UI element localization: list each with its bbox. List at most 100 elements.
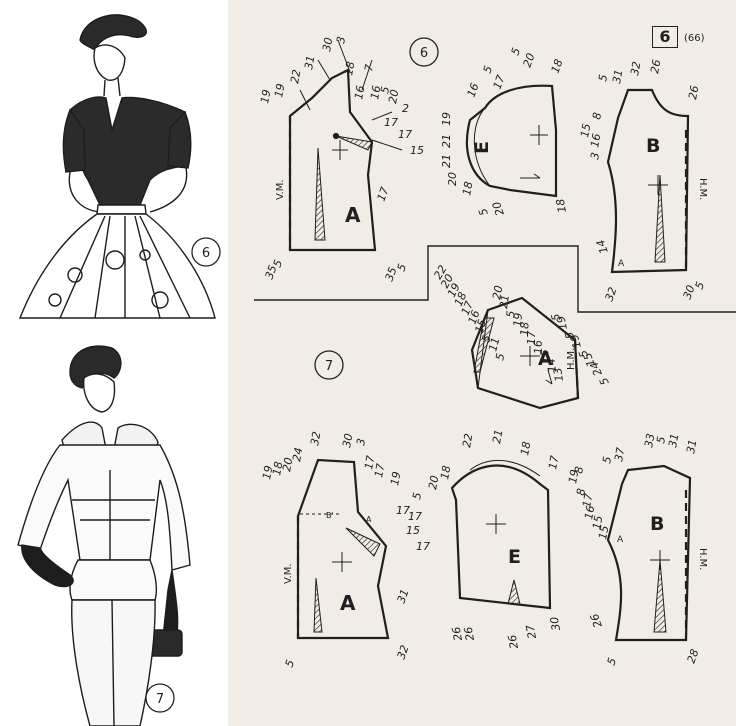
section-6-front-vm: V.M.: [275, 179, 286, 200]
section-7-back-piece: [606, 464, 692, 642]
s6-back-mark-2: 32: [628, 60, 643, 76]
section-divider: [254, 245, 736, 313]
page-reference: (66): [684, 33, 705, 44]
section-7-sleeve-letter: E: [508, 546, 521, 568]
s6-front-mark-14: 17: [398, 128, 412, 141]
s6-front-mark-4: 30: [320, 36, 335, 52]
s6-sleeve-mark-13: 18: [554, 198, 569, 214]
s6-back-mark-11: 30: [681, 283, 698, 301]
section-7-back-point: A: [617, 535, 624, 545]
s6-sleeve-mark-4: 20: [521, 51, 538, 69]
s6-front-mark-12: 17: [384, 116, 398, 129]
s7-back-mark-10: 15: [596, 524, 611, 540]
s7-sleeve-mark-9: 26: [450, 626, 465, 642]
s7-collar-mark-4: 17: [459, 299, 476, 317]
s7-back-mark-0: 5: [600, 455, 614, 464]
section-7-collar-piece: [470, 296, 580, 410]
s7-collar-mark-8: 11: [486, 336, 502, 353]
s6-sleeve-mark-11: 5: [476, 206, 491, 217]
s6-sleeve-mark-6: 19: [440, 112, 453, 126]
s7-collar-mark-20: 5: [549, 313, 563, 322]
s7-collar-mark-18: 14: [545, 358, 559, 373]
s6-front-mark-19: 35: [383, 265, 400, 283]
s7-sleeve-mark-4: 21: [490, 428, 505, 444]
s7-front-mark-7: 17: [362, 454, 377, 470]
section-7-label: 7: [325, 359, 333, 374]
s7-sleeve-mark-2: 18: [438, 464, 453, 480]
s6-front-mark-15: 15: [410, 144, 424, 157]
s7-collar-mark-1: 20: [438, 272, 456, 290]
s7-collar-mark-9: 5: [493, 352, 507, 362]
s6-front-mark-16: 17: [375, 185, 392, 203]
s7-back-mark-3: 5: [654, 435, 668, 444]
s6-front-mark-20: 5: [395, 262, 410, 273]
s7-sleeve-mark-5: 18: [518, 440, 533, 456]
figure-7-label: 7: [156, 692, 164, 707]
s6-front-mark-10: 5: [378, 85, 392, 94]
s7-front-mark-13: 17: [416, 540, 430, 553]
s7-collar-mark-19: 13: [551, 367, 566, 383]
s6-front-mark-2: 22: [288, 68, 303, 84]
s6-back-mark-8: 3: [588, 151, 602, 160]
s7-sleeve-mark-8: 8: [572, 465, 586, 474]
s6-sleeve-mark-12: 20: [490, 200, 507, 218]
section-6-back-piece: [606, 88, 690, 274]
section-7-front-vm: V.M.: [283, 563, 294, 584]
s7-back-mark-4: 31: [666, 432, 681, 448]
s7-back-mark-12: 5: [605, 656, 620, 667]
s7-front-mark-5: 30: [340, 432, 355, 448]
s7-front-mark-0: 19: [260, 464, 275, 480]
page-number-box: 6: [652, 26, 678, 48]
s7-collar-mark-22: 5: [563, 330, 577, 340]
s7-collar-mark-15: 17: [525, 331, 538, 345]
s6-back-mark-6: 15: [578, 122, 593, 138]
s7-back-mark-2: 33: [642, 432, 657, 448]
s6-sleeve-mark-7: 21: [440, 134, 453, 148]
s6-front-mark-7: 7: [362, 63, 376, 72]
s6-sleeve-mark-0: 5: [481, 64, 496, 75]
fashion-figure-7: [17, 345, 191, 726]
s7-collar-mark-14: 18: [518, 322, 531, 336]
s7-front-mark-12: 15: [406, 524, 420, 537]
s7-collar-mark-5: 16: [466, 308, 483, 326]
s7-collar-mark-21: 19: [554, 315, 570, 331]
s6-back-mark-3: 26: [648, 58, 663, 74]
section-7-sleeve-piece: [450, 459, 552, 610]
s7-collar-mark-12: 5: [504, 310, 518, 318]
s6-sleeve-mark-3: 5: [509, 46, 524, 57]
s6-back-mark-1: 31: [610, 68, 625, 84]
s7-collar-mark-0: 22: [431, 263, 449, 282]
section-7-collar-letter: A: [538, 348, 553, 370]
s6-sleeve-mark-9: 20: [446, 172, 459, 186]
s7-front-mark-11: 17: [408, 510, 422, 523]
s7-sleeve-mark-0: 5: [410, 491, 424, 500]
s6-back-mark-4: 26: [686, 84, 701, 100]
s7-front-mark-2: 20: [280, 456, 295, 472]
s7-back-mark-9: 15: [590, 514, 605, 530]
s7-front-mark-15: 5: [283, 658, 298, 669]
s7-front-mark-6: 3: [354, 437, 368, 446]
s6-sleeve-mark-1: 16: [465, 81, 482, 99]
s7-collar-mark-2: 19: [445, 281, 463, 299]
section-7-front-letter: A: [340, 591, 356, 615]
s7-sleeve-mark-10: 26: [462, 626, 477, 642]
section-7-front-piece: [296, 458, 390, 640]
s7-back-mark-5: 31: [684, 438, 699, 454]
section-6-front-letter: A: [345, 203, 361, 227]
section-6-back-letter: B: [646, 135, 660, 157]
section-6-back-hm: H.M.: [697, 178, 708, 200]
section-7-badge: [314, 350, 344, 380]
s7-sleeve-mark-11: 26: [506, 634, 521, 650]
s7-collar-mark-16: 16: [532, 340, 545, 354]
section-6-front-piece: [288, 39, 403, 252]
section-6-back-point: A: [618, 259, 625, 269]
section-7-front-point-b: B': [326, 511, 334, 520]
s6-front-mark-9: 16: [368, 84, 383, 100]
s7-collar-mark-6: 15: [472, 318, 489, 335]
s7-collar-mark-24: 5: [576, 348, 591, 359]
s6-back-mark-10: 32: [603, 285, 620, 303]
s7-front-mark-9: 19: [388, 470, 403, 486]
s7-back-mark-1: 37: [612, 446, 627, 462]
